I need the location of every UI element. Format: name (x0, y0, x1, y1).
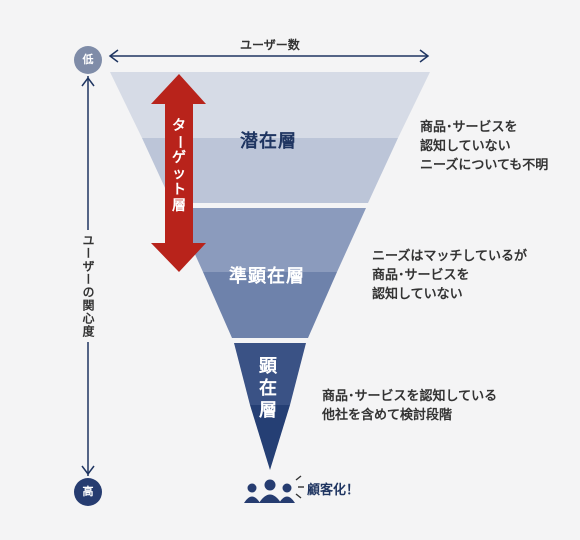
vertical-axis-label: ユーザーの関心度 (80, 230, 97, 342)
description-line: 認知していない (420, 139, 511, 154)
target-arrow (151, 74, 206, 272)
target-char: ー (171, 135, 187, 149)
manifest-layer-label: 顕 在 層 (259, 356, 277, 422)
description-line: 他社を含めて検討段階 (322, 408, 453, 423)
target-layer-label: タ ー ゲ ッ ト 層 (170, 118, 188, 214)
sparkle-icon (295, 475, 304, 499)
target-char: ッ (172, 166, 186, 182)
horizontal-axis-label: ユーザー数 (236, 36, 304, 53)
manifest-layer-bottom (250, 405, 290, 470)
axis-high-badge: 高 (74, 478, 102, 506)
description-line: 認知していない (372, 287, 463, 302)
latent-layer-description: 商品･サービスを 認知していない ニーズについても不明 (420, 118, 548, 175)
semi-manifest-layer-top (174, 208, 366, 272)
latent-layer-label: 潜在層 (240, 131, 297, 152)
target-char: ト (172, 182, 186, 198)
target-char: タ (172, 118, 186, 134)
semi-manifest-layer-label: 準顕在層 (229, 266, 305, 287)
manifest-char: 在 (259, 378, 277, 399)
axis-low-badge: 低 (74, 46, 102, 74)
description-line: 商品･サービスを (420, 120, 518, 135)
manifest-char: 顕 (259, 356, 277, 377)
target-char: ゲ (172, 150, 186, 166)
semi-manifest-layer-bottom (203, 272, 337, 338)
manifest-layer-description: 商品･サービスを認知している 他社を含めて検討段階 (322, 387, 497, 425)
customer-label: 顧客化！ (307, 483, 360, 498)
semi-manifest-layer-description: ニーズはマッチしているが 商品･サービスを 認知していない (372, 247, 527, 304)
people-group-icon (244, 479, 295, 503)
latent-layer-bottom (142, 138, 398, 203)
description-line: ニーズはマッチしているが (372, 249, 527, 264)
horizontal-double-arrow (108, 49, 430, 63)
manifest-layer-top (234, 343, 306, 405)
manifest-char: 層 (259, 400, 277, 421)
description-line: ニーズについても不明 (420, 158, 549, 173)
description-line: 商品･サービスを認知している (322, 389, 498, 404)
target-char: 層 (172, 198, 186, 214)
description-line: 商品･サービスを (372, 268, 470, 283)
